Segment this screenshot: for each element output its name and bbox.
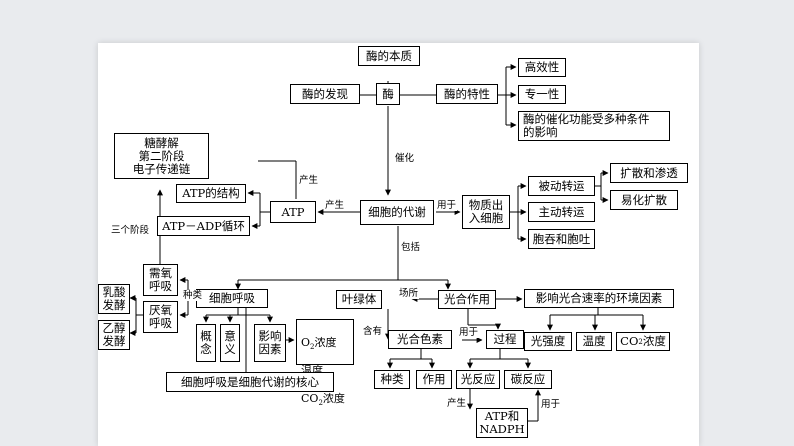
pigment-types-box: 种类 — [374, 370, 410, 389]
label-used-for-process: 用于 — [458, 327, 480, 338]
respiration-factors-box: 影响 因素 — [254, 324, 286, 362]
respiration-core-box: 细胞呼吸是细胞代谢的核心 — [166, 372, 334, 392]
temperature-box: 温度 — [576, 332, 612, 351]
process-box: 过程 — [486, 330, 524, 349]
pigment-function-box: 作用 — [416, 370, 452, 389]
cell-metabolism-box: 细胞的代谢 — [360, 200, 434, 225]
aerobic-respiration-box: 需氧 呼吸 — [143, 264, 178, 296]
atp-structure-box: ATP的结构 — [176, 184, 246, 203]
cell-respiration-box: 细胞呼吸 — [196, 289, 268, 308]
label-kinds: 种类 — [182, 290, 204, 301]
atp-nadph-box: ATP和 NADPH — [476, 408, 528, 438]
respiration-concept-box: 概 念 — [196, 324, 216, 362]
high-efficiency-box: 高效性 — [518, 58, 566, 77]
endo-exocytosis-box: 胞吞和胞吐 — [528, 229, 595, 249]
factor-co2: CO2浓度 — [301, 392, 345, 408]
lactic-fermentation-box: 乳酸 发酵 — [98, 284, 130, 314]
carbon-reaction-box: 碳反应 — [504, 370, 552, 389]
atp-adp-cycle-box: ATP－ADP循环 — [157, 216, 250, 236]
diffusion-osmosis-box: 扩散和渗透 — [610, 163, 688, 183]
label-produce-top: 产生 — [298, 175, 320, 186]
glycolysis-box: 糖酵解 第二阶段 电子传递链 — [114, 133, 209, 179]
respiration-significance-box: 意 义 — [220, 324, 240, 362]
enzyme-properties-box: 酶的特性 — [436, 84, 498, 104]
pigments-box: 光合色素 — [388, 330, 452, 349]
label-used-for-transport: 用于 — [436, 200, 458, 211]
env-factors-box: 影响光合速率的环境因素 — [524, 289, 674, 308]
factor-o2: O2浓度 — [301, 336, 337, 352]
alcohol-fermentation-box: 乙醇 发酵 — [98, 320, 130, 350]
concept-map: 酶的本质 酶 酶的发现 酶的特性 高效性 专一性 酶的催化功能受多种条件 的影响… — [98, 43, 699, 446]
membrane-transport-box: 物质出 入细胞 — [462, 195, 510, 229]
enzyme-box: 酶 — [376, 83, 400, 105]
enzyme-discovery-box: 酶的发现 — [290, 84, 360, 104]
label-contains: 含有 — [362, 326, 384, 337]
specificity-box: 专一性 — [518, 85, 566, 104]
atp-box: ATP — [270, 201, 316, 223]
facilitated-diffusion-box: 易化扩散 — [610, 190, 678, 210]
connector-lines — [129, 64, 646, 422]
label-include: 包括 — [400, 242, 422, 253]
label-produce-bottom: 产生 — [446, 398, 468, 409]
respiration-factor-list: O2浓度 温度 CO2浓度 — [296, 319, 354, 407]
anaerobic-respiration-box: 厌氧 呼吸 — [143, 301, 178, 333]
label-catalysis: 催化 — [394, 153, 416, 164]
active-transport-box: 主动转运 — [528, 202, 595, 222]
label-three-stages: 三个阶段 — [110, 225, 151, 236]
enzyme-essence-box: 酶的本质 — [358, 46, 420, 66]
label-used-for-bottom: 用于 — [540, 399, 562, 410]
light-intensity-box: 光强度 — [524, 332, 572, 351]
label-site: 场所 — [398, 288, 420, 299]
light-reaction-box: 光反应 — [456, 370, 500, 389]
chloroplast-box: 叶绿体 — [336, 290, 382, 309]
passive-transport-box: 被动转运 — [528, 176, 595, 196]
label-produce-mid: 产生 — [324, 200, 346, 211]
enzyme-conditions-box: 酶的催化功能受多种条件 的影响 — [518, 111, 670, 141]
photosynthesis-box: 光合作用 — [438, 290, 496, 309]
